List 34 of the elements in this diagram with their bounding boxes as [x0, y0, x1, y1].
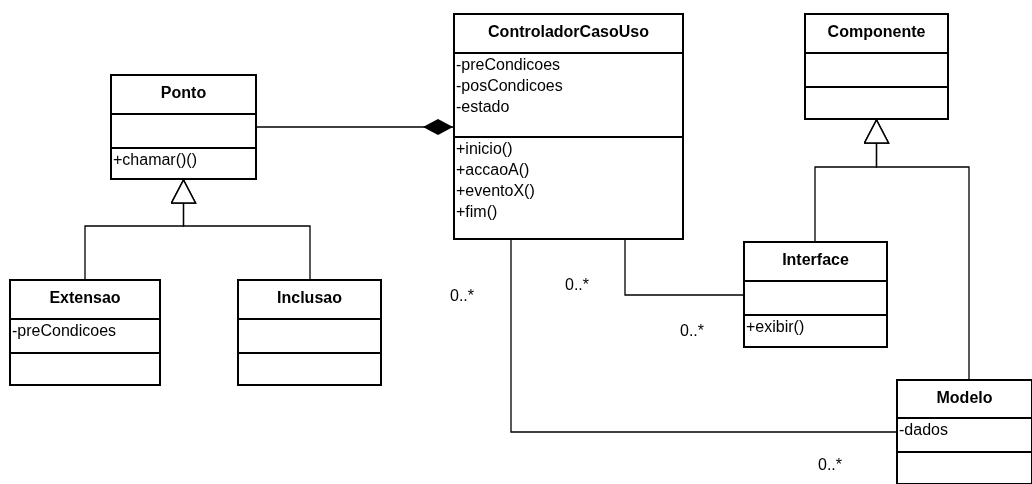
class-name: Ponto: [159, 83, 208, 103]
class-member: +eventoX(): [455, 181, 536, 201]
generalization-arrow: [863, 119, 970, 380]
composition-line: [256, 119, 454, 135]
class-box: [896, 379, 1032, 484]
multiplicity-label: 0..*: [680, 322, 704, 340]
class-member: +chamar()(): [112, 150, 198, 170]
class-name: Interface: [781, 250, 850, 270]
class-name: Modelo: [935, 388, 994, 408]
class-member: +accaoA(): [455, 160, 531, 180]
class-name: Componente: [826, 22, 927, 42]
multiplicity-label: 0..*: [450, 287, 474, 305]
class-member: +fim(): [455, 202, 499, 222]
association-line: [624, 239, 744, 296]
class-member: -estado: [455, 97, 511, 117]
association-line: [510, 239, 897, 433]
class-box: [9, 279, 161, 386]
generalization-arrow: [170, 179, 311, 280]
class-member: -posCondicoes: [455, 76, 564, 96]
class-member: -dados: [898, 420, 949, 440]
class-name: ControladorCasoUso: [487, 22, 650, 42]
multiplicity-label: 0..*: [565, 276, 589, 294]
class-member: -preCondicoes: [455, 55, 562, 75]
class-member: +exibir(): [745, 317, 806, 337]
class-box: [453, 13, 684, 240]
class-box: [743, 241, 888, 348]
class-box: [110, 74, 257, 180]
class-member: -preCondicoes: [11, 321, 118, 341]
class-name: Extensao: [48, 288, 122, 308]
class-box: [804, 13, 949, 120]
class-box: [237, 279, 382, 386]
multiplicity-label: 0..*: [818, 456, 842, 474]
class-name: Inclusao: [276, 288, 343, 308]
class-member: +inicio(): [455, 139, 514, 159]
